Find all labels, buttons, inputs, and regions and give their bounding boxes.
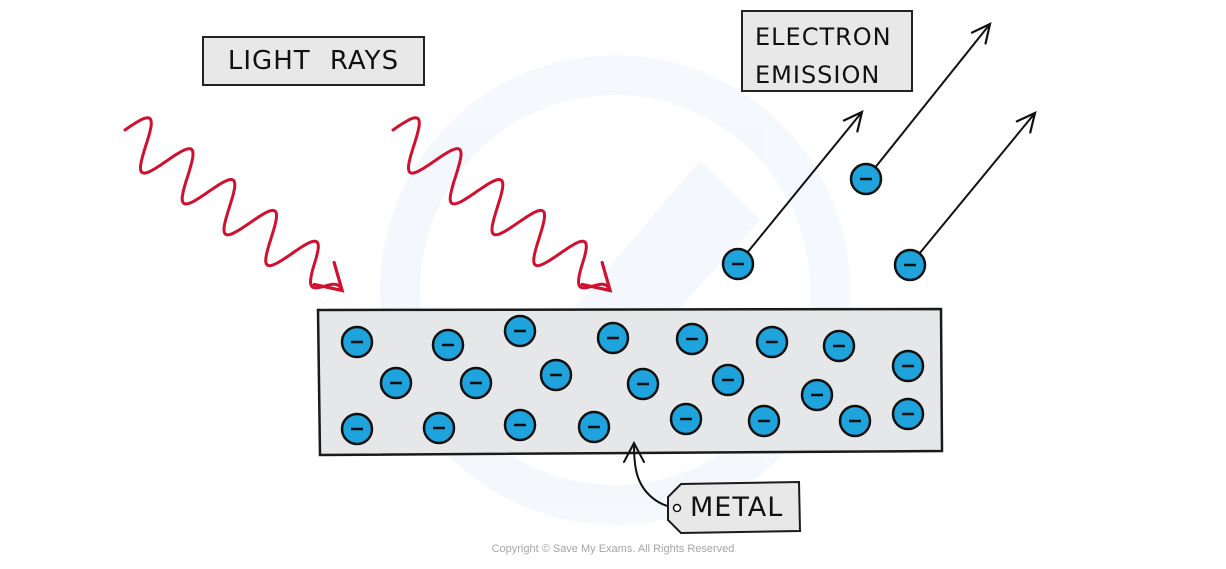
electron — [891, 397, 925, 431]
light-rays — [123, 116, 613, 293]
light-rays-label-text: LIGHT RAYS — [227, 46, 400, 76]
emitted-electron — [849, 162, 883, 196]
electron — [340, 412, 374, 446]
light-ray — [391, 116, 613, 293]
electron — [669, 402, 703, 436]
electron — [711, 363, 745, 397]
emitted-electron — [721, 247, 755, 281]
electron — [503, 408, 537, 442]
metal-pointer-arrow — [623, 440, 677, 509]
electron — [379, 366, 413, 400]
light-rays-label: LIGHT RAYS — [202, 36, 425, 86]
metal-label-text: METAL — [690, 492, 784, 523]
arrowhead-icon — [1015, 111, 1037, 134]
emission-arrow — [918, 111, 1037, 255]
electron — [577, 410, 611, 444]
electron — [747, 404, 781, 438]
electron-emission-line2: EMISSION — [755, 61, 881, 89]
electron — [822, 329, 856, 363]
electron — [596, 321, 630, 355]
electron — [431, 328, 465, 362]
electron — [755, 325, 789, 359]
arrowhead-icon — [970, 22, 992, 45]
light-ray — [123, 116, 345, 293]
electron — [675, 322, 709, 356]
electron — [340, 325, 374, 359]
emitted-electrons — [721, 22, 1037, 282]
ray-arrowhead-icon — [580, 260, 613, 293]
electron — [539, 358, 573, 392]
electron — [626, 367, 660, 401]
electron — [422, 411, 456, 445]
electron — [459, 366, 493, 400]
metal-label: METAL — [668, 482, 800, 532]
metal-electrons — [340, 314, 925, 446]
electron — [503, 314, 537, 348]
electron — [800, 378, 834, 412]
emitted-electron — [893, 248, 927, 282]
electron — [838, 404, 872, 438]
copyright-notice: Copyright © Save My Exams. All Rights Re… — [491, 543, 735, 555]
electron-emission-line1: ELECTRON — [755, 23, 892, 51]
metal-tag — [667, 480, 802, 535]
electron-emission-label: ELECTRON EMISSION — [741, 10, 913, 92]
arrowhead-icon — [842, 110, 864, 133]
tag-hole — [672, 503, 682, 513]
ray-arrowhead-icon — [312, 260, 345, 293]
emission-arrow — [874, 22, 992, 168]
electron — [891, 349, 925, 383]
emission-arrow — [746, 110, 864, 254]
